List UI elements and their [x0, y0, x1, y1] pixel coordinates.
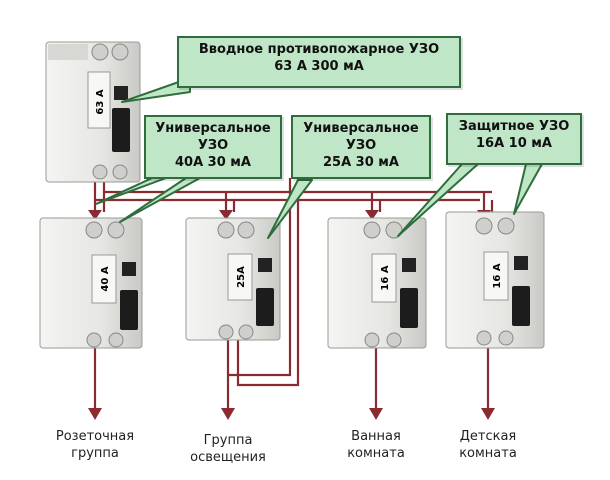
main-rcd-device: 63 А: [45, 41, 141, 183]
arrow-out-lighting: [221, 408, 235, 420]
rcd-2-device: 25А: [185, 217, 281, 341]
callout-universal-1-line1: Универсальное: [155, 121, 271, 136]
output-lighting-group: Группа освещения: [168, 432, 288, 466]
arrow-out-bathroom: [369, 408, 383, 420]
output-bathroom-line1: Ванная: [351, 429, 401, 444]
wire-out-rcd2c: [228, 178, 292, 377]
callout-protective-line2: 16А 10 мА: [476, 136, 552, 151]
rcd-3-device: 16 А: [327, 217, 427, 349]
callout-main-line2: 63 А 300 мА: [274, 59, 364, 74]
callout-main-line1: Вводное противопожарное УЗО: [198, 42, 440, 57]
callout-universal-1-line3: 40А 30 мА: [175, 155, 251, 170]
pointer-protective-b: [513, 163, 543, 215]
output-lighting-group-line1: Группа: [203, 433, 253, 448]
output-socket-group-line2: группа: [71, 446, 119, 461]
callout-main-rcd: Вводное противопожарное УЗО 63 А 300 мА: [177, 36, 461, 88]
output-lighting-group-line2: освещения: [190, 450, 266, 465]
wire-out-rcd2b: [236, 178, 300, 387]
callout-protective-line1: Защитное УЗО: [458, 119, 570, 134]
output-nursery: Детская комната: [428, 428, 548, 462]
arrow-out-socket: [88, 408, 102, 420]
output-socket-group-line1: Розеточная: [55, 429, 135, 444]
rcd-4-rating: 16 А: [492, 263, 503, 288]
output-nursery-line2: комната: [459, 446, 517, 461]
rcd-4-device: 16 А: [445, 211, 545, 349]
arrow-rcd1: [88, 210, 102, 220]
callout-universal-2: Универсальное УЗО 25А 30 мА: [291, 115, 431, 179]
rcd-1-rating: 40 А: [100, 266, 111, 291]
callout-universal-1: Универсальное УЗО 40А 30 мА: [144, 115, 282, 179]
main-rcd-rating: 63 А: [95, 89, 106, 114]
output-nursery-line1: Детская: [459, 429, 517, 444]
callout-protective: Защитное УЗО 16А 10 мА: [446, 113, 582, 165]
output-bathroom-line2: комната: [347, 446, 405, 461]
callout-universal-2-line1: Универсальное: [303, 121, 419, 136]
wires: [93, 178, 494, 410]
rcd-3-rating: 16 А: [380, 265, 391, 290]
pointer-universal-2: [267, 179, 313, 239]
arrow-rcd3: [365, 210, 379, 220]
rcd-2-rating: 25А: [236, 266, 247, 288]
callout-universal-2-line3: 25А 30 мА: [323, 155, 399, 170]
rcd-1-device: 40 А: [39, 217, 143, 349]
arrow-out-nursery: [481, 408, 495, 420]
callout-universal-2-line2: УЗО: [345, 138, 377, 153]
arrow-rcd2: [219, 210, 233, 220]
output-socket-group: Розеточная группа: [35, 428, 155, 462]
callout-pointers: [95, 77, 543, 239]
callout-universal-1-line2: УЗО: [197, 138, 229, 153]
arrowheads: [88, 210, 495, 420]
output-bathroom: Ванная комната: [316, 428, 436, 462]
